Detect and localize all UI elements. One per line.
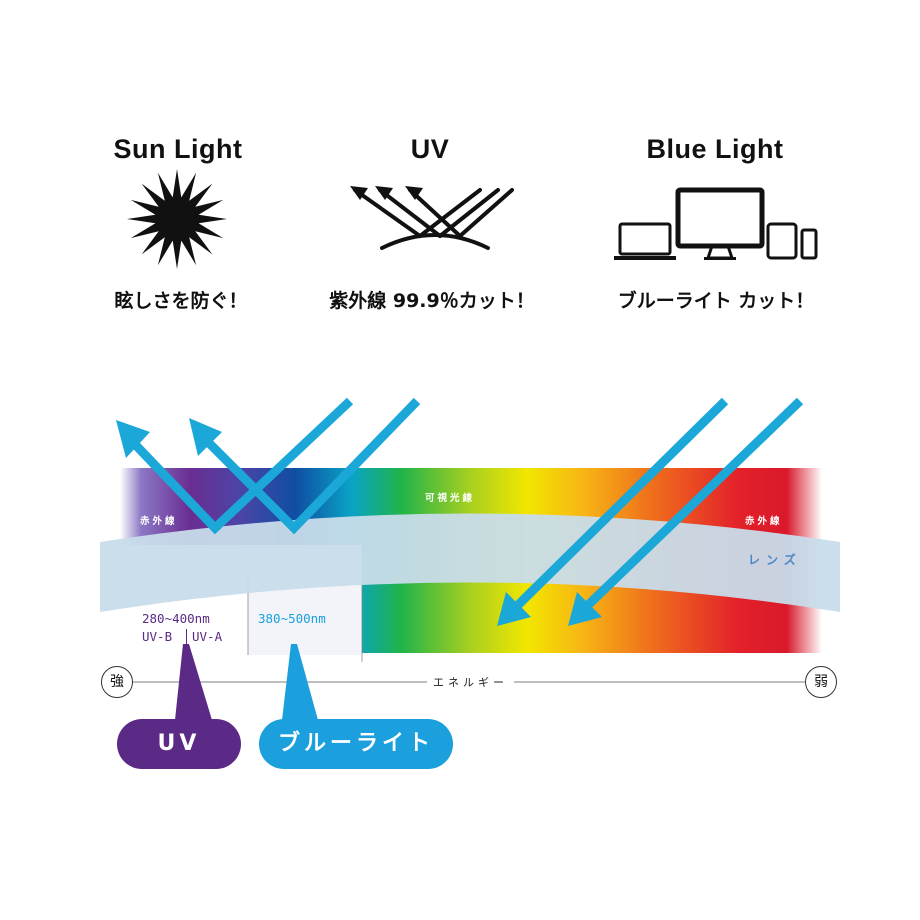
- sun-light-title: Sun Light: [113, 134, 243, 164]
- uv-b-text: UV-B: [142, 629, 173, 644]
- sun-icon: [127, 169, 227, 269]
- weak-label: 弱: [805, 666, 837, 698]
- sun-light-caption: 眩しさを防ぐ！: [114, 290, 248, 312]
- blue-light-title: Blue Light: [646, 134, 784, 164]
- lens-label: レンズ: [748, 553, 802, 567]
- blue-range-text: 380~500nm: [258, 611, 326, 626]
- uv-pill: UV: [117, 719, 241, 769]
- uv-divider: [186, 629, 187, 644]
- energy-label: エネルギー: [427, 674, 514, 690]
- uv-title: UV: [410, 134, 450, 164]
- devices-icon: [614, 187, 818, 260]
- strong-label: 強: [101, 666, 133, 698]
- uv-a-text: UV-A: [192, 629, 223, 644]
- uv-range-text: 280~400nm: [142, 611, 210, 626]
- infrared-right-label: 赤外線: [745, 516, 783, 527]
- visible-light-label: 可視光線: [425, 493, 476, 504]
- blue-light-caption: ブルーライト カット！: [617, 290, 815, 312]
- infrared-left-label: 赤外線: [140, 516, 178, 527]
- uv-reflection-icon: [350, 186, 514, 250]
- blue-light-pill: ブルーライト: [259, 719, 453, 769]
- uv-caption: 紫外線 99.9％カット！: [329, 290, 535, 312]
